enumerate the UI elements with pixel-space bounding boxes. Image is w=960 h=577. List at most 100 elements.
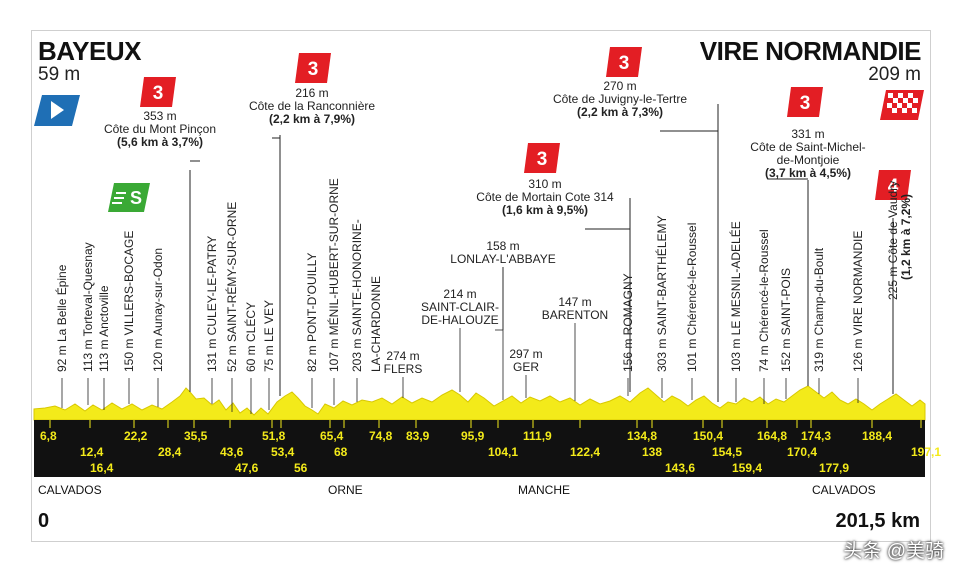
town-altitude: 274 m [386, 349, 419, 363]
climb-altitude: 216 m [295, 86, 328, 100]
climb-detail: (2,2 km à 7,3%) [577, 105, 663, 119]
sprint-badge: S [108, 183, 150, 212]
km-marker: 28,4 [158, 445, 182, 459]
town-label: 319 m Champ-du-Boult [812, 247, 826, 372]
km-marker: 177,9 [819, 461, 849, 475]
town-label: 52 m SAINT-RÉMY-SUR-ORNE [224, 202, 239, 372]
km-marker: 53,4 [271, 445, 295, 459]
town-label: 60 m CLÉCY [243, 302, 258, 372]
elevation-profile [33, 385, 926, 421]
finish-altitude: 209 m [868, 64, 921, 85]
town-altitude: 158 m [486, 239, 519, 253]
region-manche: MANCHE [518, 483, 571, 497]
town-label: 303 m SAINT-BARTHÉLEMY [654, 216, 669, 373]
climb-altitude: 270 m [603, 79, 636, 93]
town-label: 74 m Chérencé-le-Roussel [757, 229, 771, 372]
climb-name: Côte du Mont Pinçon [104, 122, 216, 136]
watermark: 头条 @美骑 [843, 541, 944, 562]
km-marker: 65,4 [320, 429, 344, 443]
climb-category: 3 [153, 83, 164, 104]
climb-altitude: 331 m [791, 127, 824, 141]
climb-altitude: 310 m [528, 177, 561, 191]
km-marker: 134,8 [627, 429, 657, 443]
town-label: 131 m CULEY-LE-PATRY [205, 236, 219, 372]
town-label: 113 m Torteval-Quesnay [81, 242, 95, 372]
town-label: 150 m VILLERS-BOCAGE [122, 231, 136, 372]
climb-detail: (1,6 km à 9,5%) [502, 203, 588, 217]
town-label: 126 m VIRE NORMANDIE [851, 231, 865, 372]
climb-badge-cat4: 4 [875, 170, 911, 200]
town-altitude: 147 m [558, 295, 591, 309]
town-label: 156 m ROMAGNY [621, 273, 635, 372]
km-marker: 56 [294, 461, 308, 475]
town-name-2: DE-HALOUZE [421, 313, 498, 327]
climb-badge-cat3: 3 [295, 53, 331, 83]
km-marker: 150,4 [693, 429, 723, 443]
town-label: 82 m PONT-D'OUILLY [305, 253, 319, 372]
climb-category: 3 [619, 53, 630, 74]
climb-detail: (1,2 km à 7,2%) [899, 194, 913, 280]
km-marker: 170,4 [787, 445, 817, 459]
town-label: 92 m La Belle Épine [54, 264, 69, 372]
finish-km: 201,5 km [835, 510, 920, 532]
town-altitude: 297 m [509, 347, 542, 361]
region-orne: ORNE [328, 483, 363, 497]
km-marker: 164,8 [757, 429, 787, 443]
km-marker: 154,5 [712, 445, 742, 459]
km-marker: 111,9 [523, 429, 552, 443]
start-city: BAYEUX [38, 36, 141, 66]
town-name: BARENTON [542, 308, 608, 322]
climb-name-2: de-Montjoie [777, 153, 840, 167]
climb-alt-name: 225 m Côte de Vaudry [886, 181, 900, 300]
start-flag-icon [34, 95, 80, 126]
climb-detail: (2,2 km à 7,9%) [269, 112, 355, 126]
region-calvados-end: CALVADOS [812, 483, 876, 497]
climb-name: Côte de Mortain Cote 314 [476, 190, 614, 204]
km-band [34, 420, 925, 477]
km-marker: 83,9 [406, 429, 430, 443]
town-label: 152 m SAINT-POIS [779, 268, 793, 372]
climb-category: 4 [888, 176, 899, 197]
town-label: 120 m Aunay-sur-Odon [151, 248, 165, 372]
town-label: 107 m MÉNIL-HUBERT-SUR-ORNE [326, 178, 341, 372]
town-name: GER [513, 360, 539, 374]
climb-name: Côte de la Ranconnière [249, 99, 375, 113]
km-marker: 143,6 [665, 461, 695, 475]
climb-detail: (3,7 km à 4,5%) [765, 166, 851, 180]
region-calvados-start: CALVADOS [38, 483, 102, 497]
km-marker: 95,9 [461, 429, 485, 443]
km-marker: 16,4 [90, 461, 114, 475]
climb-detail: (5,6 km à 3,7%) [117, 135, 203, 149]
town-label: 113 m Anctoville [97, 285, 111, 372]
km-marker: 6,8 [40, 429, 57, 443]
finish-flag-icon [880, 90, 924, 120]
km-marker: 138 [642, 445, 662, 459]
km-marker: 122,4 [570, 445, 600, 459]
km-marker: 51,8 [262, 429, 286, 443]
km-marker: 188,4 [862, 429, 892, 443]
climb-category: 3 [800, 93, 811, 114]
km-marker: 35,5 [184, 429, 208, 443]
town-label: 75 m LE VEY [262, 300, 276, 372]
start-km: 0 [38, 510, 50, 532]
km-marker: 174,3 [801, 429, 831, 443]
start-altitude: 59 m [38, 64, 81, 85]
town-label: 103 m LE MESNIL-ADELÉE [728, 221, 743, 372]
town-name: FLERS [384, 362, 423, 376]
climb-name: Côte de Saint-Michel- [750, 140, 865, 154]
km-marker: 47,6 [235, 461, 259, 475]
climb-category: 3 [308, 59, 319, 80]
climb-badge-cat3: 3 [606, 47, 642, 77]
town-altitude: 214 m [443, 287, 476, 301]
km-marker: 74,8 [369, 429, 393, 443]
climb-category: 3 [537, 149, 548, 170]
town-name: SAINT-CLAIR- [421, 300, 499, 314]
town-name: LONLAY-L'ABBAYE [450, 252, 555, 266]
km-marker: 104,1 [488, 445, 518, 459]
climb-name: Côte de Juvigny-le-Tertre [553, 92, 687, 106]
km-marker: 12,4 [80, 445, 104, 459]
km-marker: 159,4 [732, 461, 762, 475]
km-marker: 68 [334, 445, 348, 459]
km-marker: 22,2 [124, 429, 148, 443]
